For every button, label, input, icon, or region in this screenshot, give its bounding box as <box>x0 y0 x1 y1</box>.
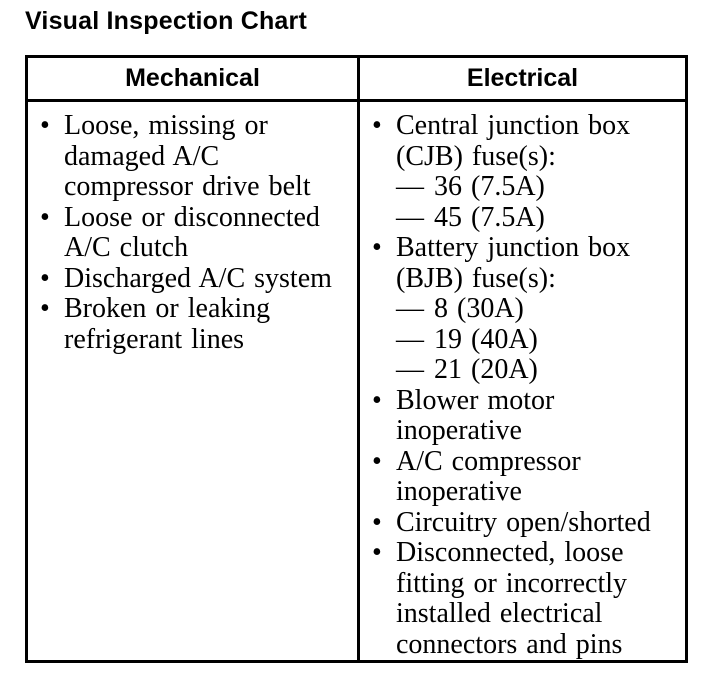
bullet-icon: • <box>372 537 382 568</box>
item-text: —36 (7.5A) <box>396 171 545 202</box>
bullet-icon: • <box>372 506 382 538</box>
item-text: —19 (40A) <box>396 323 538 355</box>
bullet-icon: • <box>40 110 50 141</box>
visual-inspection-table: Mechanical Electrical • Loose, missing or… <box>25 55 688 663</box>
list-item: • Discharged A/C system <box>40 262 353 295</box>
item-text: Battery junction box(BJB) fuse(s): <box>396 232 631 294</box>
item-text: Central junction box(CJB) fuse(s): <box>396 110 631 172</box>
list-item: • Battery junction box(BJB) fuse(s): <box>372 232 681 294</box>
bullet-icon: • <box>40 262 50 294</box>
bullet-icon: • <box>372 232 382 263</box>
column-header-electrical: Electrical <box>466 64 579 92</box>
dash-indent <box>372 355 396 386</box>
table-header-row: Mechanical Electrical <box>28 58 685 102</box>
item-text: —45 (7.5A) <box>396 201 545 233</box>
list-item: —21 (20A) <box>372 354 681 386</box>
dash-icon: — <box>396 171 424 202</box>
bullet-icon: • <box>40 293 50 324</box>
list-item: • Circuitry open/shorted <box>372 506 681 539</box>
dash-indent <box>372 294 396 325</box>
page-title: Visual Inspection Chart <box>25 7 307 35</box>
list-item: • Central junction box(CJB) fuse(s): <box>372 110 681 172</box>
item-text: Discharged A/C system <box>64 262 332 294</box>
dash-icon: — <box>396 354 424 385</box>
item-text: —8 (30A) <box>396 293 524 324</box>
list-item: —19 (40A) <box>372 323 681 356</box>
item-text: Circuitry open/shorted <box>396 506 651 538</box>
dash-indent <box>372 203 396 234</box>
dash-icon: — <box>396 323 424 355</box>
list-item: —36 (7.5A) <box>372 171 681 203</box>
bullet-icon: • <box>40 201 50 233</box>
dash-indent <box>372 172 396 203</box>
column-header-mechanical: Mechanical <box>28 58 360 99</box>
dash-icon: — <box>396 201 424 233</box>
list-item: —8 (30A) <box>372 293 681 325</box>
bullet-icon: • <box>372 110 382 141</box>
bullet-icon: • <box>372 384 382 416</box>
item-text: —21 (20A) <box>396 354 538 385</box>
dash-icon: — <box>396 293 424 324</box>
list-item: —45 (7.5A) <box>372 201 681 234</box>
bullet-icon: • <box>372 445 382 477</box>
dash-indent <box>372 325 396 356</box>
electrical-cell: • Central junction box(CJB) fuse(s):—36 (… <box>360 102 685 660</box>
